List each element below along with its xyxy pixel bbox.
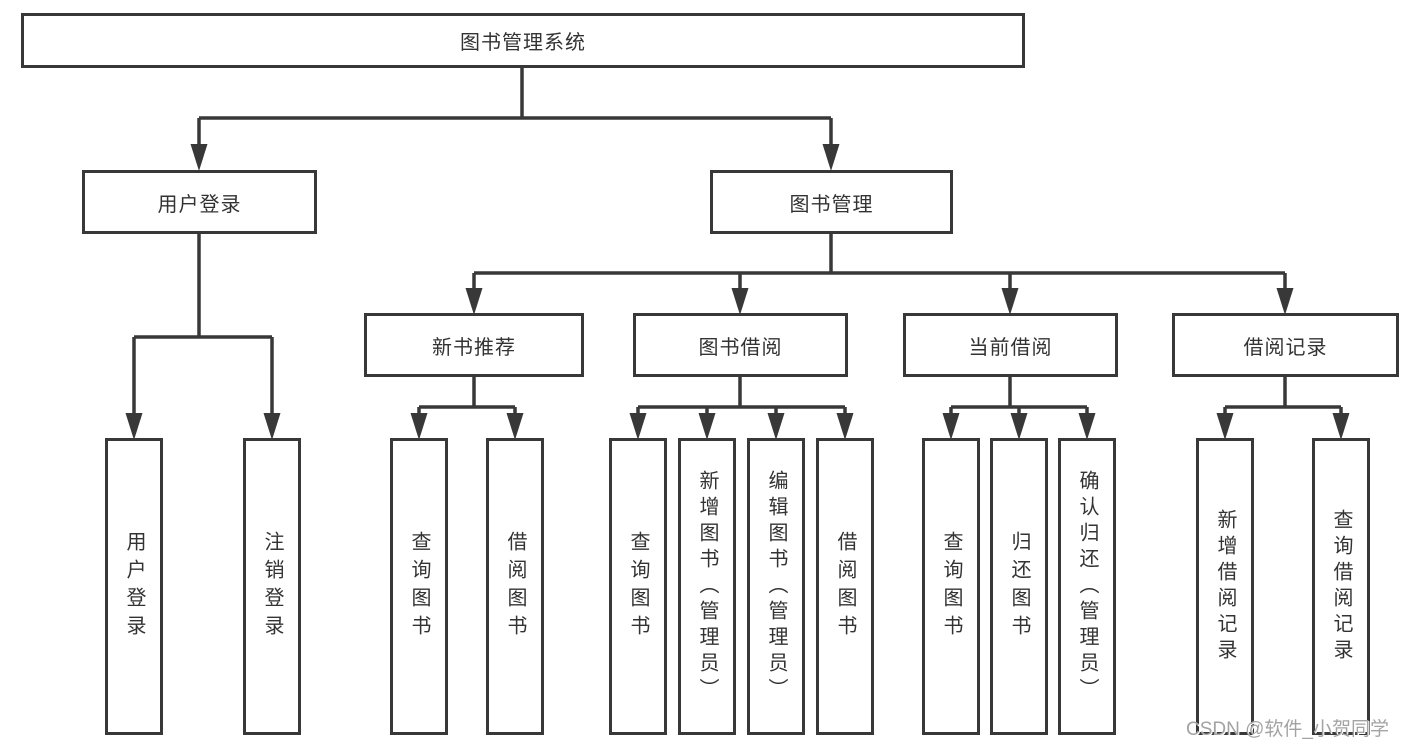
leaf-query-books-borrow: 查询图书 xyxy=(609,438,667,735)
node-label: 查询借阅记录 xyxy=(1330,508,1352,665)
node-label: 查询图书 xyxy=(940,530,962,643)
arrowheads xyxy=(125,144,1350,440)
node-book-management: 图书管理 xyxy=(710,170,953,234)
leaf-user-login: 用户登录 xyxy=(105,438,163,735)
node-label: 注销登录 xyxy=(261,530,283,643)
leaf-add-book-admin: 新增图书（管理员） xyxy=(678,438,736,735)
leaf-add-borrow-record: 新增借阅记录 xyxy=(1196,438,1254,735)
node-label: 当前借阅 xyxy=(968,336,1053,359)
node-label: 借阅记录 xyxy=(1243,336,1328,359)
leaf-borrow-books-recommend: 借阅图书 xyxy=(486,438,544,735)
node-label: 归还图书 xyxy=(1008,530,1030,643)
node-label: 用户登录 xyxy=(123,530,145,643)
node-label: 图书管理 xyxy=(789,193,874,216)
leaf-edit-book-admin: 编辑图书（管理员） xyxy=(747,438,805,735)
node-label: 新增图书（管理员） xyxy=(696,469,718,704)
node-label: 新书推荐 xyxy=(432,336,516,359)
leaf-query-books-current: 查询图书 xyxy=(922,438,980,735)
node-label: 查询图书 xyxy=(627,530,649,643)
node-label: 编辑图书（管理员） xyxy=(765,469,787,704)
node-user-login: 用户登录 xyxy=(82,170,317,234)
watermark: CSDN @软件_小贺同学 xyxy=(1186,719,1389,740)
node-label: 借阅图书 xyxy=(504,530,526,643)
tree-edges xyxy=(132,68,1343,416)
leaf-borrow-books: 借阅图书 xyxy=(816,438,874,735)
leaf-logout: 注销登录 xyxy=(243,438,301,735)
leaf-return-books: 归还图书 xyxy=(990,438,1048,735)
node-book-borrowing: 图书借阅 xyxy=(633,313,848,377)
node-label: 确认归还（管理员） xyxy=(1076,469,1098,704)
node-label: 图书管理系统 xyxy=(460,32,586,54)
leaf-confirm-return-admin: 确认归还（管理员） xyxy=(1058,438,1116,735)
node-borrow-records: 借阅记录 xyxy=(1172,313,1399,377)
node-label: 图书借阅 xyxy=(698,336,783,359)
node-label: 用户登录 xyxy=(157,193,242,216)
node-label: 借阅图书 xyxy=(834,530,856,643)
node-current-borrowing: 当前借阅 xyxy=(903,313,1118,377)
node-label: 新增借阅记录 xyxy=(1214,508,1236,665)
node-label: 查询图书 xyxy=(408,530,430,643)
leaf-query-borrow-record: 查询借阅记录 xyxy=(1312,438,1370,735)
node-root: 图书管理系统 xyxy=(21,13,1025,68)
leaf-query-books-recommend: 查询图书 xyxy=(390,438,448,735)
node-new-book-recommend: 新书推荐 xyxy=(364,313,584,377)
